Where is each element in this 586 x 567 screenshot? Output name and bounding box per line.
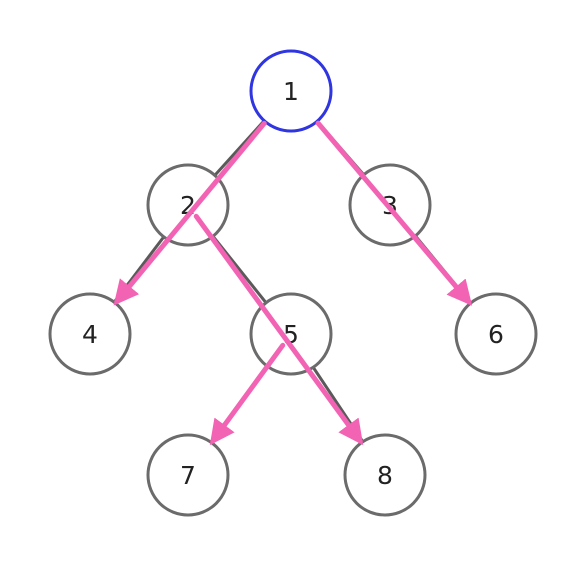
node-label: 7 — [180, 461, 196, 490]
node-circle — [343, 433, 427, 517]
traversal-arrow-1-4 — [113, 120, 267, 306]
tree-node-4: 4 — [48, 292, 132, 376]
tree-node-6: 6 — [454, 292, 538, 376]
traversal-arrow-2-8 — [193, 213, 364, 446]
node-label: 4 — [82, 320, 98, 349]
node-circle-highlighted — [249, 49, 333, 133]
tree-node-7: 7 — [146, 433, 230, 517]
tree-node-2: 2 — [146, 163, 230, 247]
node-circle — [249, 292, 333, 376]
traversal-arrow-1-6 — [315, 120, 473, 306]
node-circle — [146, 433, 230, 517]
traversal-arrows — [113, 120, 473, 446]
tree-nodes: 12345678 — [48, 49, 538, 517]
node-label: 8 — [377, 461, 393, 490]
node-circle — [454, 292, 538, 376]
traversal-arrow-5-7 — [209, 342, 286, 446]
node-circle — [48, 292, 132, 376]
tree-node-1: 1 — [249, 49, 333, 133]
tree-edges — [88, 89, 498, 476]
tree-node-8: 8 — [343, 433, 427, 517]
node-label: 1 — [283, 77, 299, 106]
node-circle — [146, 163, 230, 247]
node-label: 6 — [488, 320, 504, 349]
